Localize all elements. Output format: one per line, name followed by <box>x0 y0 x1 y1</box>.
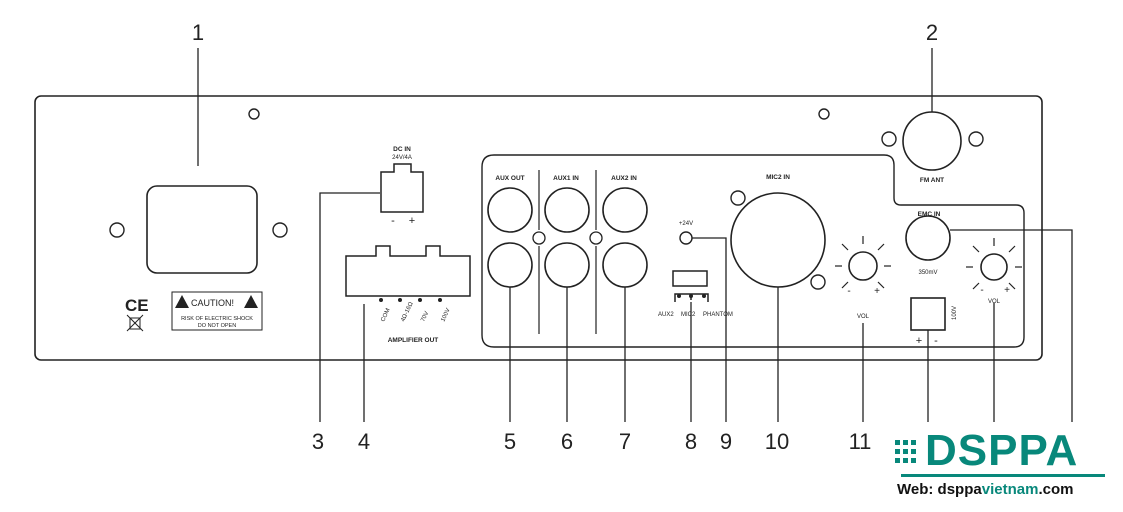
caution-label: CAUTION! RISK OF ELECTRIC SHOCK DO NOT O… <box>171 291 263 331</box>
aux-out-label: AUX OUT <box>495 175 524 182</box>
svg-text:RISK OF ELECTRIC SHOCK: RISK OF ELECTRIC SHOCK <box>181 316 253 322</box>
terminal-com: COM <box>380 308 391 323</box>
warning-triangle-icon <box>175 295 189 308</box>
vol-plus-main: + <box>874 286 880 297</box>
screw-hole <box>818 108 830 120</box>
dsppa-watermark: DSPPA Web: dsppavietnam.com <box>893 428 1111 504</box>
fm-ant-jack <box>902 111 962 171</box>
ce-mark: CE <box>125 296 149 315</box>
emc-in-jack <box>905 215 951 261</box>
dc-minus: - <box>391 215 395 227</box>
rca-dividers <box>538 170 597 334</box>
svg-text:DO NOT OPEN: DO NOT OPEN <box>198 323 236 329</box>
callout-leader-lines <box>197 48 1073 422</box>
plus24v-jack <box>679 231 693 245</box>
amplifier-out-label: AMPLIFIER OUT <box>388 337 439 344</box>
vol-label-emc: VOL <box>988 299 1001 305</box>
vol-knob-emc <box>966 238 1022 290</box>
logo-underline <box>901 474 1105 477</box>
aux1-in-label: AUX1 IN <box>553 175 579 182</box>
terminal-dots <box>379 298 442 302</box>
svg-text:CAUTION!: CAUTION! <box>191 298 234 308</box>
vol-plus-emc: + <box>1004 285 1010 296</box>
terminal-100v: 100V <box>440 308 451 323</box>
callout-3: 3 <box>312 429 324 454</box>
selector-mic2: MIC2 <box>681 312 696 318</box>
fm-ant-label: FM ANT <box>920 177 944 184</box>
plus24v-label: +24V <box>679 221 693 227</box>
website-link[interactable]: Web: dsppavietnam.com <box>897 481 1074 498</box>
vol-minus-main: - <box>847 286 850 297</box>
terminal-4-16ohm: 4Ω-16Ω <box>400 301 415 323</box>
callout-6: 6 <box>561 429 573 454</box>
dsppa-logo: DSPPA <box>925 426 1079 475</box>
emc-in-label: EMC IN <box>918 211 941 218</box>
speaker-plus: + <box>916 335 922 347</box>
xlr-screw <box>810 274 826 290</box>
callout-11: 11 <box>849 429 872 454</box>
screw-hole <box>248 108 260 120</box>
logo-dots-icon <box>895 440 916 463</box>
callout-2: 2 <box>926 20 938 45</box>
io-subpanel-outline <box>481 154 1025 348</box>
callout-4: 4 <box>358 429 370 454</box>
dc-plus: + <box>409 215 415 227</box>
callout-1: 1 <box>192 20 204 45</box>
callout-5: 5 <box>504 429 516 454</box>
callout-7: 7 <box>619 429 631 454</box>
aux2-in-label: AUX2 IN <box>611 175 637 182</box>
vol-knob-main <box>835 236 891 289</box>
dc-in-label: DC IN <box>393 146 411 153</box>
rca-jacks <box>487 187 648 288</box>
selector-phantom: PHANTOM <box>703 312 733 318</box>
selector-dots <box>677 294 706 298</box>
input-selector-switch <box>672 270 708 287</box>
fm-ant-screw <box>968 131 984 147</box>
terminal-70v: 70V <box>420 311 430 323</box>
warning-triangle-icon <box>244 295 258 308</box>
vol-minus-emc: - <box>980 285 983 296</box>
dc-in-spec: 24V/4A <box>392 155 412 161</box>
callout-9: 9 <box>720 429 732 454</box>
dc-in-connector <box>380 163 424 213</box>
weee-bin-icon <box>126 314 144 332</box>
speaker-minus: - <box>934 335 938 347</box>
power-inlet <box>109 185 288 274</box>
callout-10: 10 <box>765 429 789 454</box>
speaker-100v-terminal <box>910 297 946 331</box>
fm-ant-screw <box>881 131 897 147</box>
vol-label-main: VOL <box>857 314 870 320</box>
chassis-outline <box>34 95 1043 361</box>
emc-level: 350mV <box>918 270 937 276</box>
speaker-100v-label: 100V <box>952 306 958 320</box>
selector-aux2: AUX2 <box>658 312 674 318</box>
xlr-screw <box>730 190 746 206</box>
mic2-xlr-jack <box>730 192 826 288</box>
mic2-in-label: MIC2 IN <box>766 174 790 181</box>
callout-8: 8 <box>685 429 697 454</box>
amplifier-out-terminal <box>345 245 471 297</box>
